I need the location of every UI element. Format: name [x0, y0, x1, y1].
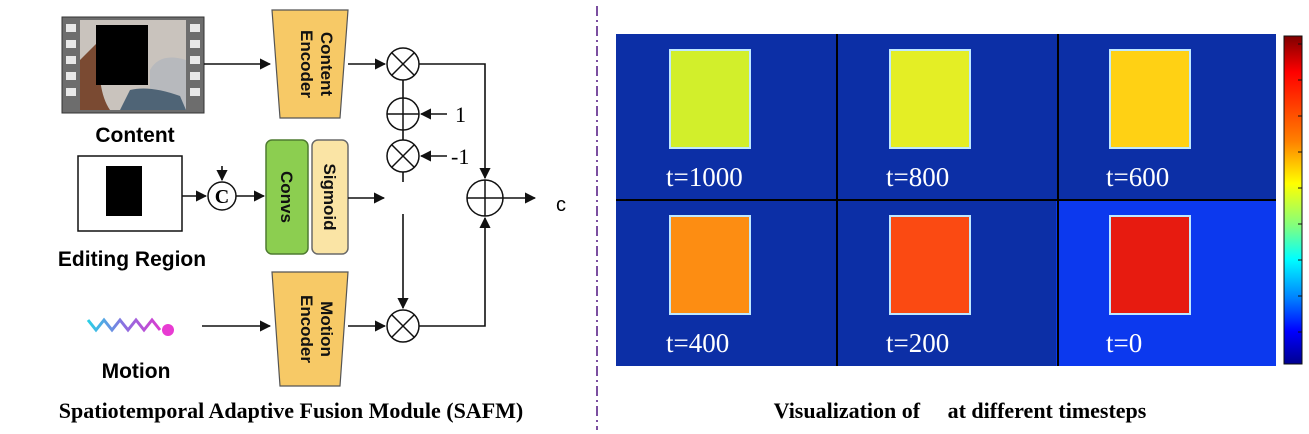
multiply-node-bottom: [386, 309, 420, 343]
output-label: c: [556, 194, 566, 216]
editing-region-thumbnail: [77, 155, 183, 232]
timestep-label: t=400: [666, 328, 729, 358]
colorbar: [1283, 35, 1303, 365]
timestep-label: t=200: [886, 328, 949, 358]
timestep-panel: t=800: [836, 34, 1056, 200]
timestep-panel: t=400: [616, 200, 836, 366]
timestep-visualization: t=1000 t=800 t=600 t=400 t=200 t=0 Visualizat…: [616, 34, 1303, 423]
editing-region-activation: [669, 215, 751, 315]
visualization-caption: Visualization of at different timesteps: [774, 398, 1147, 423]
editing-region-activation: [889, 215, 971, 315]
timestep-panel: t=0: [1056, 200, 1276, 366]
timestep-label: t=600: [1106, 162, 1169, 192]
multiply-node-top: [386, 47, 420, 81]
concat-node: C: [207, 181, 237, 211]
safm-diagram: Content Editing Region Motion Content En…: [58, 9, 566, 423]
multiply-node-mid: [386, 139, 420, 173]
concat-symbol: C: [215, 186, 229, 208]
timestep-panel: t=600: [1056, 34, 1276, 200]
editing-region-activation: [669, 49, 751, 149]
content-label: Content: [95, 124, 174, 147]
sigmoid-block: Sigmoid: [311, 139, 349, 255]
constant-minus-one: -1: [451, 144, 469, 169]
constant-plus-one: 1: [455, 102, 466, 127]
editing-region-activation: [1109, 215, 1191, 315]
safm-caption: Spatiotemporal Adaptive Fusion Module (S…: [59, 398, 523, 423]
content-encoder-label-line1: Content: [317, 32, 336, 97]
add-node-output: [466, 179, 504, 217]
timestep-label: t=800: [886, 162, 949, 192]
motion-squiggle-icon: [86, 317, 174, 336]
timestep-label: t=1000: [666, 162, 743, 192]
timestep-panel: t=200: [836, 200, 1056, 366]
redacted-face: [96, 25, 148, 85]
timestep-label: t=0: [1106, 328, 1142, 358]
connectors: [182, 58, 537, 332]
editing-region-label: Editing Region: [58, 248, 206, 271]
film-perforations-left: [66, 24, 76, 96]
timestep-panel: t=1000: [616, 34, 836, 200]
motion-label: Motion: [102, 360, 171, 383]
add-node-mid: [386, 97, 420, 131]
content-encoder: Content Encoder: [271, 9, 349, 119]
motion-encoder-label-line1: Motion: [317, 301, 336, 357]
content-thumbnail: [61, 16, 205, 114]
sigmoid-label: Sigmoid: [320, 163, 339, 230]
convs-label: Convs: [277, 171, 296, 223]
content-encoder-label-line2: Encoder: [297, 30, 316, 98]
editing-region-activation: [889, 49, 971, 149]
grid-lines: [616, 34, 1276, 366]
motion-encoder-label-line2: Encoder: [297, 295, 316, 363]
editing-region-activation: [1109, 49, 1191, 149]
convs-block: Convs: [265, 139, 309, 255]
film-perforations-right: [190, 24, 200, 96]
motion-encoder: Motion Encoder: [271, 271, 349, 387]
